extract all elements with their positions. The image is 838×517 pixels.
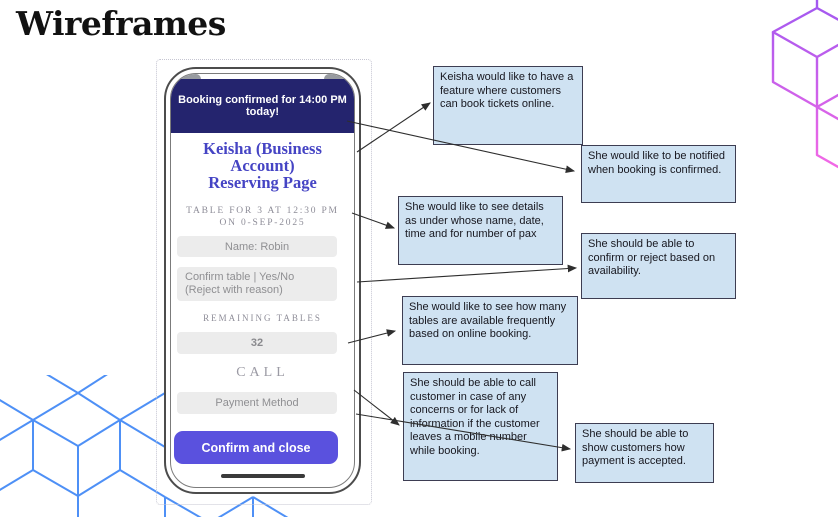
- booking-confirmed-banner: Booking confirmed for 14:00 PM today!: [171, 79, 354, 133]
- name-field[interactable]: Name: Robin: [177, 236, 337, 257]
- confirm-and-close-button[interactable]: Confirm and close: [174, 431, 338, 464]
- annotation-call-customer: She should be able to call customer in c…: [403, 372, 558, 481]
- page-title: Wireframes: [16, 4, 226, 43]
- phone-screen: Booking confirmed for 14:00 PM today! Ke…: [170, 73, 355, 488]
- booking-details-label: TABLE FOR 3 AT 12:30 PM ON 0-SEP-2025: [171, 205, 354, 229]
- heading-line: Reserving Page: [208, 173, 317, 192]
- phone-mockup: Booking confirmed for 14:00 PM today! Ke…: [164, 67, 361, 494]
- reserving-page-heading: Keisha (Business Account) Reserving Page: [171, 140, 354, 191]
- heading-line: Keisha (Business: [203, 139, 322, 158]
- cube-pattern-purple-icon: [771, 0, 838, 169]
- remaining-tables-value[interactable]: 32: [177, 332, 337, 354]
- annotation-details: She would like to see details as under w…: [398, 196, 563, 265]
- annotation-notified: She would like to be notified when booki…: [581, 145, 736, 203]
- heading-line: Account): [230, 156, 295, 175]
- arrow-to-confirm-reject: [356, 264, 578, 283]
- remaining-tables-label: REMAINING TABLES: [203, 313, 322, 323]
- details-line: ON 0-SEP-2025: [219, 218, 306, 228]
- annotation-tables-available: She would like to see how many tables ar…: [402, 296, 578, 365]
- home-indicator: [220, 474, 305, 478]
- details-line: TABLE FOR 3 AT 12:30 PM: [186, 206, 339, 216]
- annotation-confirm-reject: She should be able to confirm or reject …: [581, 233, 736, 299]
- confirm-table-field[interactable]: Confirm table | Yes/No (Reject with reas…: [177, 267, 337, 301]
- annotation-payment-accepted: She should be able to show customers how…: [575, 423, 714, 483]
- call-label: CALL: [236, 365, 289, 380]
- annotation-book-online: Keisha would like to have a feature wher…: [433, 66, 583, 145]
- payment-method-field[interactable]: Payment Method: [177, 392, 337, 414]
